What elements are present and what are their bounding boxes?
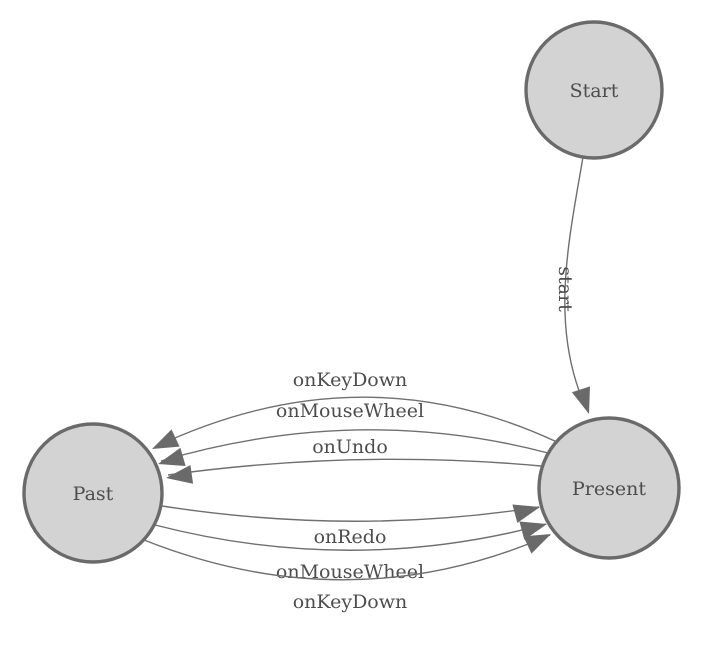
state-node-present-label: Present (572, 478, 646, 500)
edge-past-to-present-onredo-arrowhead-icon (512, 504, 540, 523)
edge-past-to-present-onkeydown-line (143, 534, 551, 581)
edge-past-to-present-onmousewheel-arrowhead-icon (519, 521, 547, 540)
edge-present-to-past-onmousewheel-arrowhead-icon (158, 447, 186, 466)
edge-past-to-present-onredo-line (161, 505, 540, 522)
edge-present-to-past-onkeydown-arrowhead-icon (152, 429, 180, 449)
edge-label-start: start (554, 266, 576, 312)
edge-present-to-past-onmousewheel-line (160, 429, 549, 462)
edge-present-to-past-onundo-arrowhead-icon (166, 464, 194, 484)
edge-start-to-present-arrowhead-icon (571, 386, 591, 414)
state-node-start-circle (524, 20, 664, 160)
edge-label-onundo: onUndo (312, 436, 388, 458)
edge-start-to-present: start (554, 156, 591, 414)
edge-present-to-past-onkeydown-line (154, 396, 558, 448)
state-node-present: Present (537, 416, 681, 560)
edge-start-to-present-line (564, 156, 589, 413)
state-node-past: Past (22, 422, 164, 564)
edge-label-onmousewheel-top: onMouseWheel (276, 400, 424, 422)
state-node-present-circle (537, 416, 681, 560)
edge-past-to-present-onkeydown: onKeyDown (143, 534, 551, 613)
edge-present-to-past-onundo-line (167, 458, 542, 476)
edge-label-onredo: onRedo (314, 526, 387, 548)
edge-past-to-present-onredo: onRedo (161, 504, 540, 548)
edge-present-to-past-onmousewheel: onMouseWheel (158, 400, 549, 466)
edge-label-onkeydown-top: onKeyDown (293, 369, 408, 391)
state-node-past-circle (22, 422, 164, 564)
edge-past-to-present-onkeydown-arrowhead-icon (523, 534, 551, 554)
edge-label-onkeydown-bottom: onKeyDown (293, 591, 408, 613)
state-node-start-label: Start (570, 80, 619, 102)
edge-present-to-past-onkeydown: onKeyDown (152, 369, 558, 449)
edge-present-to-past-onundo: onUndo (166, 436, 542, 484)
state-node-past-label: Past (73, 483, 114, 505)
state-node-start: Start (524, 20, 664, 160)
edge-past-to-present-onmousewheel-line (154, 523, 547, 551)
